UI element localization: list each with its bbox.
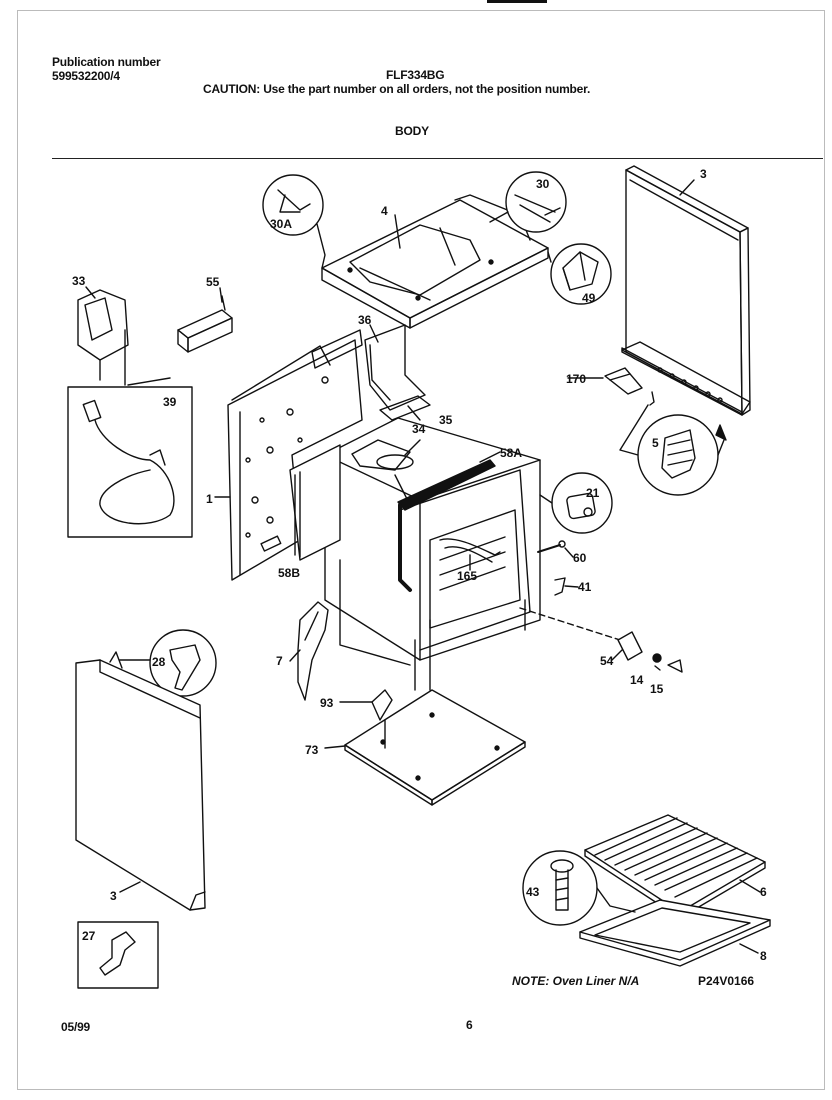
- bracket-part-36: [364, 324, 426, 411]
- detail-circle-28: [119, 629, 217, 697]
- oven-cabinet-part: [306, 417, 541, 691]
- caution-text: CAUTION: Use the part number on all orde…: [203, 82, 591, 96]
- bracket-part-170: [604, 367, 655, 406]
- detail-box-27: [77, 921, 159, 989]
- model-number: FLF334BG: [386, 68, 445, 82]
- callout-55: 55: [206, 275, 220, 289]
- callout-165: 165: [457, 569, 477, 583]
- detail-circle-43: [522, 850, 636, 926]
- callout-28: 28: [152, 655, 166, 669]
- callout-4: 4: [381, 204, 388, 218]
- callout-30: 30: [536, 177, 550, 191]
- door-hinge-part: [297, 601, 329, 701]
- callout-3-top: 3: [700, 167, 707, 181]
- publication-label: Publication number: [52, 55, 161, 69]
- leveling-leg-circle: [619, 404, 727, 496]
- callout-93: 93: [320, 696, 334, 710]
- publication-number: 599532200/4: [52, 69, 120, 83]
- insulation-part: [379, 395, 431, 421]
- detail-circle-49: [547, 243, 612, 305]
- callout-170: 170: [566, 372, 586, 386]
- callout-6: 6: [760, 885, 767, 899]
- bracket-part-41: [554, 577, 566, 596]
- callout-7: 7: [276, 654, 283, 668]
- callout-35: 35: [439, 413, 453, 427]
- callout-54: 54: [600, 654, 614, 668]
- callout-14: 14: [630, 673, 644, 687]
- callout-34: 34: [412, 422, 426, 436]
- side-panel-part: [214, 329, 363, 581]
- power-cord-box: [67, 386, 193, 538]
- detail-circle-30a: [262, 174, 326, 269]
- callout-27: 27: [82, 929, 96, 943]
- page-number: 6: [466, 1018, 473, 1032]
- callout-39: 39: [163, 395, 177, 409]
- top-cover-part: [321, 194, 549, 329]
- callout-1: 1: [206, 492, 213, 506]
- callout-21: 21: [586, 486, 600, 500]
- callout-33: 33: [72, 274, 86, 288]
- callout-15: 15: [650, 682, 664, 696]
- callout-43: 43: [526, 885, 540, 899]
- callout-49: 49: [582, 291, 596, 305]
- rear-panel-part: [621, 165, 751, 416]
- callout-30a: 30A: [270, 217, 292, 231]
- callout-41: 41: [578, 580, 592, 594]
- callout-3-bottom: 3: [110, 889, 117, 903]
- scan-mark: [487, 0, 547, 3]
- door-seal-left: [289, 444, 341, 561]
- detail-circle-30: [489, 171, 567, 233]
- callout-73: 73: [305, 743, 319, 757]
- figure-code: P24V0166: [698, 974, 754, 988]
- callout-58a: 58A: [500, 446, 522, 460]
- detail-circle-21: [539, 472, 613, 534]
- callout-36: 36: [358, 313, 372, 327]
- door-seal-front: [397, 459, 496, 592]
- callout-60: 60: [573, 551, 587, 565]
- header-divider: [52, 158, 823, 159]
- footer-date: 05/99: [61, 1020, 91, 1034]
- terminal-block-part: [77, 289, 129, 386]
- oven-bottom-part: [344, 689, 526, 806]
- screw-part-60: [537, 540, 566, 553]
- note-oven-liner: NOTE: Oven Liner N/A: [512, 974, 639, 988]
- callout-8: 8: [760, 949, 767, 963]
- section-title: BODY: [395, 124, 429, 138]
- side-panel-bottom-part: [75, 651, 206, 911]
- callout-58b: 58B: [278, 566, 300, 580]
- broiler-pan-part: [579, 899, 771, 967]
- lamp-parts: [519, 607, 683, 673]
- vent-part: [177, 295, 233, 353]
- callout-5: 5: [652, 436, 659, 450]
- bake-element-part: [439, 538, 501, 563]
